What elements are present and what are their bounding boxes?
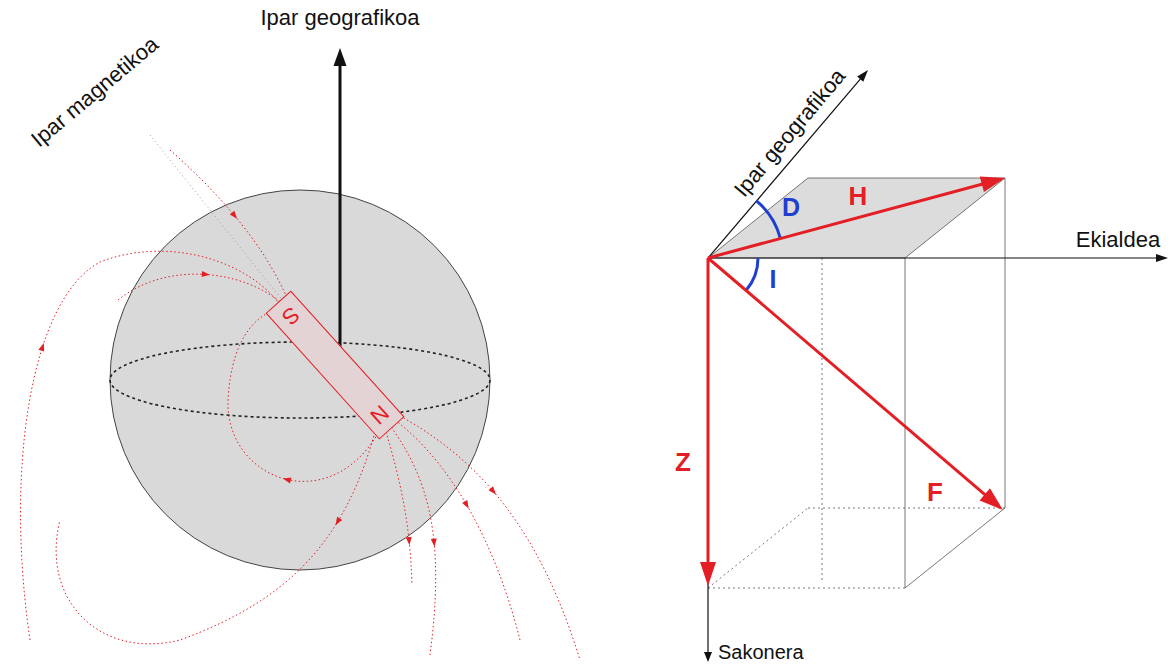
field-arrow (406, 537, 412, 545)
box-edge (822, 258, 823, 583)
field-line (395, 420, 520, 640)
magnetic-north-line (150, 135, 284, 302)
box-edge (905, 508, 1005, 588)
f-vector-head (980, 488, 1003, 510)
axis-label: Sakonera (718, 641, 804, 663)
geographic-axis (339, 62, 342, 365)
declination-arc (756, 201, 780, 239)
field-line (400, 416, 580, 660)
field-arrow (202, 271, 210, 277)
z-vector (707, 258, 710, 567)
earth-globe (21, 48, 580, 660)
box-edge (708, 508, 808, 588)
field-line (385, 428, 412, 585)
pole-letter: S (277, 302, 304, 330)
north-axis (708, 77, 862, 258)
field-arrow (462, 500, 469, 508)
depth-axis-head (704, 652, 712, 662)
field-line (118, 274, 283, 304)
f-vector (708, 258, 988, 498)
earth-sphere (110, 190, 490, 570)
field-line (56, 432, 375, 644)
field-arrow (38, 343, 44, 352)
field-line (21, 251, 281, 640)
vector-label: Z (675, 448, 691, 477)
depth-axis (707, 258, 708, 654)
field-line (170, 150, 288, 300)
box-edge (708, 588, 905, 589)
field-arrow (431, 538, 437, 546)
field-line (389, 424, 436, 655)
equator (110, 342, 490, 418)
pole-letter: N (365, 400, 393, 429)
field-arrow (230, 211, 237, 219)
east-axis (708, 257, 1158, 258)
angle-label: I (770, 266, 777, 294)
box-edge (905, 258, 906, 588)
inclination-arc (746, 258, 758, 290)
geographic-axis-head (334, 48, 347, 66)
axis-label: Ipar geografikoa (261, 6, 420, 30)
field-arrow (335, 517, 342, 525)
angle-label: D (782, 194, 800, 222)
axis-label: Ekialdea (1076, 228, 1160, 252)
box-edge (1005, 178, 1006, 508)
vector-label: H (849, 182, 868, 211)
east-axis-head (1156, 254, 1168, 262)
vector-label: F (927, 478, 943, 507)
box-edge (808, 508, 1005, 509)
axis-label: Ipar magnetikoa (27, 32, 163, 152)
field-arrow (488, 486, 495, 494)
h-vector-head (980, 177, 1005, 192)
z-vector-head (700, 562, 716, 586)
north-axis-head (857, 70, 868, 82)
field-arrow (283, 478, 292, 484)
